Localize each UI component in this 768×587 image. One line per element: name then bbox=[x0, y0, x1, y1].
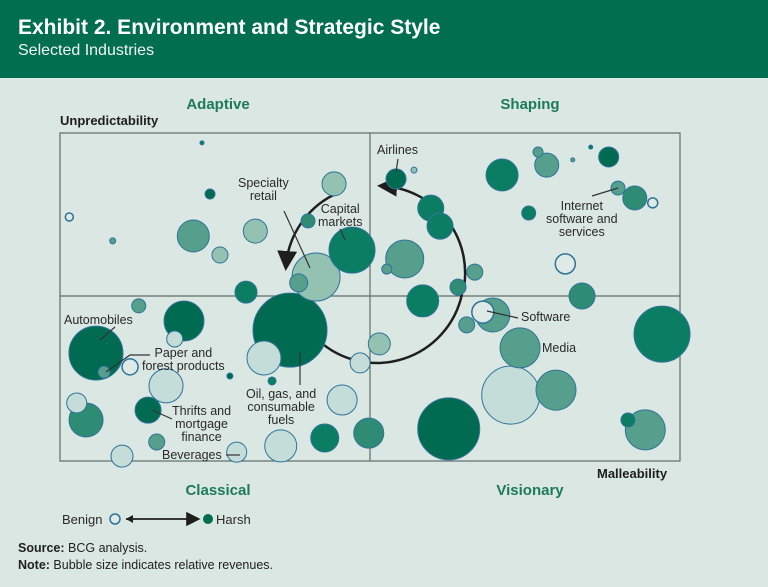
bubble bbox=[535, 369, 577, 411]
bubble bbox=[622, 185, 648, 211]
bubble bbox=[570, 157, 576, 163]
bubble bbox=[646, 197, 659, 209]
bubble-media bbox=[499, 327, 541, 369]
leader-lines bbox=[99, 158, 619, 456]
bubble bbox=[410, 166, 418, 174]
exhibit-header: Exhibit 2. Environment and Strategic Sty… bbox=[0, 0, 768, 78]
bubble bbox=[521, 205, 537, 221]
bubble-automobiles bbox=[68, 325, 124, 381]
bubble bbox=[481, 365, 541, 425]
bubble bbox=[326, 384, 358, 416]
bubble bbox=[310, 423, 340, 453]
bubble bbox=[568, 282, 596, 310]
bubble bbox=[131, 298, 147, 314]
label-beverages: Beverages bbox=[162, 448, 222, 462]
bubble bbox=[64, 212, 75, 222]
bubble bbox=[532, 146, 544, 158]
leader-specialty-retail bbox=[283, 210, 311, 269]
bubble bbox=[211, 246, 229, 264]
quadrant-label-shaping: Shaping bbox=[500, 96, 560, 113]
bubble bbox=[449, 278, 467, 296]
bubble bbox=[598, 146, 620, 168]
bubble bbox=[109, 237, 117, 245]
leader-thrifts bbox=[151, 409, 173, 420]
bubble bbox=[204, 188, 216, 200]
bubble bbox=[367, 332, 391, 356]
bubble bbox=[300, 213, 316, 229]
bubble bbox=[588, 144, 594, 150]
label-airlines: Airlines bbox=[377, 143, 418, 157]
label-software: Software bbox=[521, 310, 571, 324]
bubble bbox=[385, 239, 425, 279]
label-automobiles: Automobiles bbox=[64, 313, 133, 327]
bubble bbox=[66, 392, 88, 414]
bubble bbox=[321, 171, 347, 197]
bubble bbox=[226, 372, 234, 380]
cycle-arc-bottom bbox=[317, 293, 464, 365]
leader-capital-markets bbox=[339, 228, 346, 241]
bubble bbox=[267, 376, 277, 386]
bubble-thrifts-and-mortgage-finance bbox=[134, 396, 162, 424]
source-note: Source: BCG analysis. bbox=[18, 541, 148, 555]
bubble bbox=[353, 417, 385, 449]
bubble bbox=[426, 212, 454, 240]
bubble bbox=[381, 263, 393, 275]
quadrant-label-visionary: Visionary bbox=[496, 482, 564, 499]
bubble bbox=[199, 140, 205, 146]
leader-software bbox=[486, 310, 519, 319]
bubble bbox=[417, 397, 481, 461]
bubble bbox=[485, 158, 519, 192]
y-axis-label: Unpredictability bbox=[60, 113, 159, 128]
bubble bbox=[466, 263, 484, 281]
legend-harsh-marker bbox=[203, 514, 213, 524]
bubble bbox=[620, 412, 636, 428]
x-axis-label: Malleability bbox=[597, 466, 668, 481]
bubble bbox=[406, 284, 440, 318]
leader-paper bbox=[105, 354, 150, 373]
bubble bbox=[246, 340, 282, 376]
quadrant-label-adaptive: Adaptive bbox=[186, 96, 250, 113]
bubble bbox=[242, 218, 268, 244]
bubble bbox=[458, 316, 476, 334]
leader-airlines bbox=[395, 158, 399, 173]
bubble bbox=[234, 280, 258, 304]
bubble bbox=[554, 253, 577, 275]
bubble bbox=[166, 330, 184, 348]
legend bbox=[109, 511, 213, 527]
legend-benign-label: Benign bbox=[62, 512, 103, 527]
bubble bbox=[121, 358, 139, 376]
bubble-layer bbox=[64, 140, 691, 468]
bubble-beverages bbox=[226, 441, 248, 463]
bubble bbox=[534, 152, 560, 178]
exhibit-subtitle: Selected Industries bbox=[18, 42, 155, 59]
legend-arrowhead-left bbox=[126, 515, 133, 523]
leader-automobiles bbox=[99, 326, 116, 341]
quadrant-label-classical: Classical bbox=[185, 482, 251, 499]
bubble bbox=[148, 368, 184, 404]
bubble-paper-and-forest-products bbox=[97, 365, 111, 379]
bubble bbox=[349, 352, 371, 374]
footnote: Note: Bubble size indicates relative rev… bbox=[18, 558, 273, 572]
leader-internet bbox=[591, 187, 619, 197]
bubble bbox=[176, 219, 210, 253]
bubble bbox=[110, 444, 134, 468]
bubble bbox=[148, 433, 166, 451]
label-media: Media bbox=[542, 341, 577, 355]
bubble bbox=[289, 273, 309, 293]
legend-harsh-label: Harsh bbox=[216, 512, 251, 527]
bubble bbox=[633, 305, 691, 363]
bubble bbox=[264, 429, 298, 463]
exhibit-title: Exhibit 2. Environment and Strategic Sty… bbox=[18, 16, 441, 39]
legend-benign-marker bbox=[109, 513, 121, 525]
bubble-capital-markets bbox=[328, 226, 376, 274]
